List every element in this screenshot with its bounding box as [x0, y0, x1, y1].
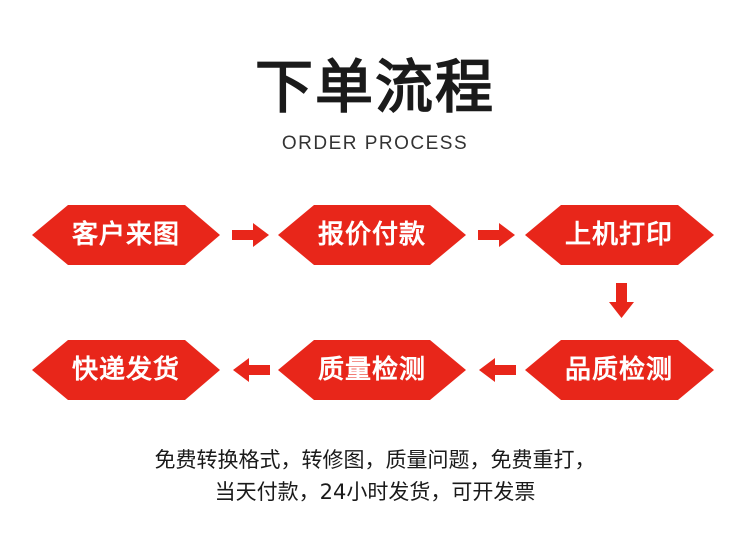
step-quote-payment: 报价付款 — [317, 220, 426, 250]
step-shape-machine-print — [525, 205, 714, 265]
step-machine-print: 上机打印 — [564, 220, 673, 250]
step-customer-image: 客户来图 — [71, 220, 180, 250]
page-subtitle: ORDER PROCESS — [281, 133, 469, 154]
arrow-right-icon — [478, 223, 515, 247]
arrow-down-icon — [609, 283, 634, 318]
step-shape-quality-inspection-2 — [278, 340, 466, 400]
page-title: 下单流程 — [254, 53, 495, 121]
service-note-line-2: 当天付款，24小时发货，可开发票 — [214, 480, 536, 504]
arrow-right-icon — [232, 223, 269, 247]
step-shape-express-shipping — [32, 340, 220, 400]
step-shape-quote-payment — [278, 205, 466, 265]
step-shape-quality-inspection-1 — [525, 340, 714, 400]
step-shape-customer-image — [32, 205, 220, 265]
arrow-left-icon — [233, 358, 270, 382]
arrow-left-icon — [479, 358, 516, 382]
step-quality-inspection-2: 质量检测 — [317, 355, 426, 385]
service-note-line-1: 免费转换格式，转修图，质量问题，免费重打， — [154, 448, 596, 472]
step-quality-inspection-1: 品质检测 — [564, 355, 673, 385]
step-express-shipping: 快递发货 — [71, 355, 180, 385]
